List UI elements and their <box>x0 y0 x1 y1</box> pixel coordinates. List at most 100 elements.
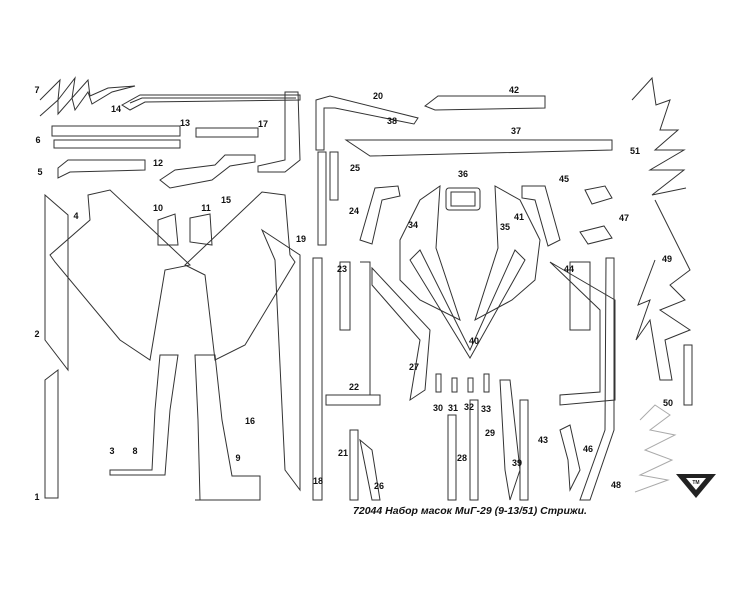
part-number: 46 <box>582 444 594 454</box>
part-number: 41 <box>513 212 525 222</box>
mask-6 <box>53 139 181 149</box>
part-number: 33 <box>480 404 492 414</box>
mask-4-left <box>49 189 192 361</box>
mask-2 <box>44 193 69 372</box>
part-number: 48 <box>610 480 622 490</box>
mask-1 <box>44 368 59 499</box>
mask-41 <box>521 185 561 247</box>
part-number: 32 <box>463 402 475 412</box>
mask-17 <box>195 127 259 138</box>
mask-29 <box>469 399 479 501</box>
part-number: 19 <box>295 234 307 244</box>
part-number: 38 <box>386 116 398 126</box>
mask-42 <box>423 95 546 111</box>
part-number: 44 <box>563 264 575 274</box>
mask-37 <box>344 139 613 157</box>
mask-36-inner <box>450 191 476 207</box>
mask-46 <box>579 257 615 501</box>
mask-16 <box>260 228 301 492</box>
mask-39 <box>499 379 521 501</box>
mask-right-panel <box>549 261 616 406</box>
mask-49 <box>635 199 692 381</box>
part-number: 29 <box>484 428 496 438</box>
mask-38 <box>257 91 301 173</box>
mask-12 <box>159 154 256 189</box>
part-number: 6 <box>35 135 41 145</box>
part-number: 23 <box>336 264 348 274</box>
mask-23 <box>339 261 351 331</box>
mask-35 <box>474 185 541 322</box>
mask-24 <box>359 185 401 245</box>
part-number: 31 <box>447 403 459 413</box>
part-number: 35 <box>499 222 511 232</box>
mask-clear-zigzag <box>634 404 677 493</box>
part-number: 47 <box>618 213 630 223</box>
part-number: 21 <box>337 448 349 458</box>
part-number: 3 <box>109 446 115 456</box>
mask-27 <box>371 266 431 402</box>
part-number: 28 <box>456 453 468 463</box>
part-number: 5 <box>37 167 43 177</box>
mask-40 <box>409 249 526 359</box>
mask-10 <box>157 213 179 246</box>
mask-48 <box>559 424 581 492</box>
mask-44 <box>569 261 591 331</box>
mask-11 <box>189 213 213 246</box>
part-number: 24 <box>348 206 360 216</box>
mask-14 <box>121 94 301 111</box>
mask-30-33 <box>435 373 490 393</box>
part-number: 25 <box>349 163 361 173</box>
part-number: 51 <box>629 146 641 156</box>
part-number: 11 <box>201 203 211 213</box>
sheet-caption: 72044 Набор масок МиГ-29 (9-13/51) Стриж… <box>353 505 587 517</box>
part-number: 36 <box>457 169 469 179</box>
part-number: 1 <box>34 492 40 502</box>
part-number: 13 <box>179 118 191 128</box>
part-number: 39 <box>511 458 523 468</box>
part-number: 22 <box>348 382 360 392</box>
part-number: 12 <box>152 158 164 168</box>
mask-21 <box>349 429 359 501</box>
mask-26 <box>359 438 381 501</box>
mask-22 <box>325 261 381 406</box>
mask-3-8 <box>109 354 179 476</box>
part-number: 42 <box>508 85 520 95</box>
mask-5 <box>57 159 146 179</box>
mask-34 <box>399 184 461 321</box>
part-number: 16 <box>244 416 256 426</box>
part-number: 37 <box>510 126 522 136</box>
part-number: 7 <box>34 85 40 95</box>
part-number: 18 <box>312 476 324 486</box>
mask-7 <box>39 76 136 117</box>
part-number: 14 <box>110 104 122 114</box>
mask-25 <box>317 151 339 246</box>
mask-9 <box>194 354 261 501</box>
part-number: 43 <box>537 435 549 445</box>
part-number: 49 <box>661 254 673 264</box>
mask-15 <box>184 191 296 361</box>
part-number: 20 <box>372 91 384 101</box>
part-number: 30 <box>432 403 444 413</box>
part-number: 2 <box>34 329 40 339</box>
mask-13 <box>51 125 181 137</box>
part-number: 9 <box>235 453 241 463</box>
svg-text:TM: TM <box>692 480 699 486</box>
part-number: 10 <box>152 203 164 213</box>
part-number: 40 <box>468 336 480 346</box>
mask-18 <box>312 257 323 501</box>
part-number: 4 <box>73 211 79 221</box>
mask-45 <box>584 185 613 205</box>
mask-28 <box>447 414 457 501</box>
mask-20 <box>315 95 419 151</box>
mask-50 <box>683 344 693 406</box>
part-number: 15 <box>220 195 232 205</box>
temp-models-logo: TM <box>676 474 716 498</box>
mask-47 <box>579 225 613 245</box>
part-number: 34 <box>407 220 419 230</box>
part-number: 8 <box>132 446 138 456</box>
part-number: 27 <box>408 362 420 372</box>
mask-36 <box>445 187 481 211</box>
mask-43 <box>519 399 529 501</box>
